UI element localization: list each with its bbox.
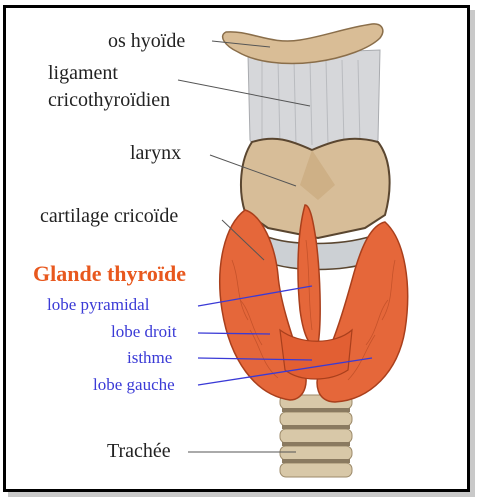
label-ligament-line1: ligament	[48, 63, 118, 83]
label-larynx: larynx	[130, 143, 181, 163]
label-os-hyoide: os hyoïde	[108, 31, 185, 51]
label-lobe-pyramidal: lobe pyramidal	[47, 296, 149, 313]
label-lobe-gauche: lobe gauche	[93, 376, 175, 393]
label-ligament-line2: cricothyroïdien	[48, 90, 170, 110]
label-lobe-droit: lobe droit	[111, 323, 177, 340]
label-isthme: isthme	[127, 349, 172, 366]
label-trachee: Trachée	[107, 441, 171, 461]
label-glande-thyroide: Glande thyroïde	[33, 263, 186, 285]
label-cartilage-cricoide: cartilage cricoïde	[40, 206, 178, 226]
trachea	[280, 395, 352, 477]
